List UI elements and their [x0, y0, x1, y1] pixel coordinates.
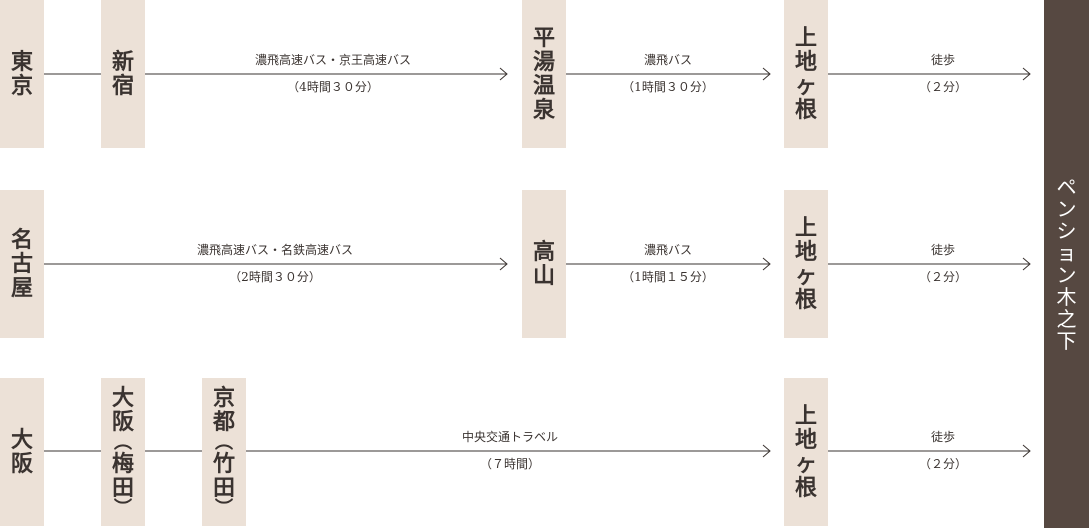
glyph: 地	[794, 49, 817, 75]
station-kamichigane: 上地ヶ根	[784, 0, 828, 148]
station-tokyo: 東京	[0, 0, 44, 148]
glyph: 山	[532, 263, 555, 289]
station-shinjuku: 新宿	[101, 0, 145, 148]
segment-mode: 濃飛高速バス・名鉄高速バス	[196, 243, 354, 257]
station-osaka-umeda: 大阪︵梅田︶	[101, 378, 145, 526]
glyph: 湯	[532, 49, 555, 75]
arrow-head	[1022, 257, 1031, 271]
arrow-head	[1022, 67, 1031, 81]
segment-mode: 濃飛高速バス・京王高速バス	[254, 53, 412, 67]
glyph: 京	[212, 385, 235, 411]
glyph: ︵	[214, 432, 233, 453]
glyph: 東	[10, 49, 33, 75]
segment-mode: 徒歩	[930, 430, 956, 444]
segment-duration: （2時間３０分）	[229, 270, 321, 284]
station-kamichigane: 上地ヶ根	[784, 190, 828, 338]
glyph: 上	[794, 25, 817, 51]
station-label: 東京	[11, 50, 33, 98]
segment-duration: （4時間３０分）	[287, 80, 379, 94]
glyph: ン	[1056, 263, 1077, 287]
station-label: 大阪	[11, 428, 33, 476]
segment-mode: 徒歩	[930, 53, 956, 67]
glyph: ︵	[113, 432, 132, 453]
station-nagoya: 名古屋	[0, 190, 44, 338]
glyph: ヶ	[794, 263, 817, 289]
glyph: ︶	[214, 498, 233, 519]
glyph: 高	[532, 239, 555, 265]
segment-duration: （２分）	[918, 80, 968, 94]
segment-duration: （７時間）	[479, 457, 541, 471]
station-label: 新宿	[112, 50, 134, 98]
glyph: 田	[111, 475, 134, 501]
destination-pension: ペンション木之下	[1044, 0, 1089, 528]
station-label: 大阪︵梅田︶	[112, 386, 134, 518]
station-osaka: 大阪	[0, 378, 44, 526]
glyph: 大	[10, 427, 33, 453]
glyph: ヶ	[794, 73, 817, 99]
glyph: 温	[532, 73, 555, 99]
glyph: 根	[794, 475, 817, 501]
glyph: 上	[794, 215, 817, 241]
glyph: 田	[212, 475, 235, 501]
glyph: 名	[10, 227, 33, 253]
glyph: ペ	[1056, 175, 1077, 199]
glyph: 之	[1056, 307, 1077, 331]
glyph: 梅	[111, 451, 134, 477]
station-label: 上地ヶ根	[795, 216, 817, 312]
arrow-head	[762, 67, 771, 81]
arrow-head	[1022, 444, 1031, 458]
glyph: 泉	[532, 97, 555, 123]
station-kyoto-takeda: 京都︵竹田︶	[202, 378, 246, 526]
glyph: 京	[10, 73, 33, 99]
glyph: 根	[794, 97, 817, 123]
station-label: 上地ヶ根	[795, 404, 817, 500]
glyph: 宿	[111, 73, 134, 99]
segment-mode: 濃飛バス	[643, 53, 693, 67]
station-label: 上地ヶ根	[795, 26, 817, 122]
glyph: 大	[111, 385, 134, 411]
segment-duration: （1時間３０分）	[622, 80, 714, 94]
segment-mode: 中央交通トラベル	[461, 430, 559, 444]
station-label: 名古屋	[11, 228, 33, 300]
glyph: シ	[1056, 219, 1077, 243]
glyph: 地	[794, 427, 817, 453]
glyph: 阪	[10, 451, 33, 477]
glyph: ン	[1056, 197, 1077, 221]
glyph: 都	[212, 409, 235, 435]
segment-duration: （1時間１５分）	[622, 270, 714, 284]
segment-duration: （２分）	[918, 457, 968, 471]
segment-duration: （２分）	[918, 270, 968, 284]
segment-mode: 濃飛バス	[643, 243, 693, 257]
station-label: 高山	[533, 240, 555, 288]
destination-label: ペンション木之下	[1057, 176, 1077, 352]
station-kamichigane: 上地ヶ根	[784, 378, 828, 526]
station-takayama: 高山	[522, 190, 566, 338]
glyph: ョ	[1056, 241, 1077, 265]
glyph: 屋	[10, 275, 33, 301]
glyph: 古	[10, 251, 33, 277]
glyph: 平	[532, 25, 555, 51]
arrow-head	[762, 257, 771, 271]
glyph: 下	[1056, 329, 1077, 353]
glyph: 上	[794, 403, 817, 429]
segment-mode: 徒歩	[930, 243, 956, 257]
glyph: 地	[794, 239, 817, 265]
glyph: 根	[794, 287, 817, 313]
glyph: ︶	[113, 498, 132, 519]
glyph: 竹	[212, 451, 235, 477]
arrow-head	[499, 67, 508, 81]
arrow-head	[762, 444, 771, 458]
glyph: 木	[1056, 285, 1077, 309]
arrow-head	[499, 257, 508, 271]
glyph: 新	[111, 49, 134, 75]
station-hirayu-onsen: 平湯温泉	[522, 0, 566, 148]
glyph: 阪	[111, 409, 134, 435]
glyph: ヶ	[794, 451, 817, 477]
station-label: 京都︵竹田︶	[213, 386, 235, 518]
station-label: 平湯温泉	[533, 26, 555, 122]
